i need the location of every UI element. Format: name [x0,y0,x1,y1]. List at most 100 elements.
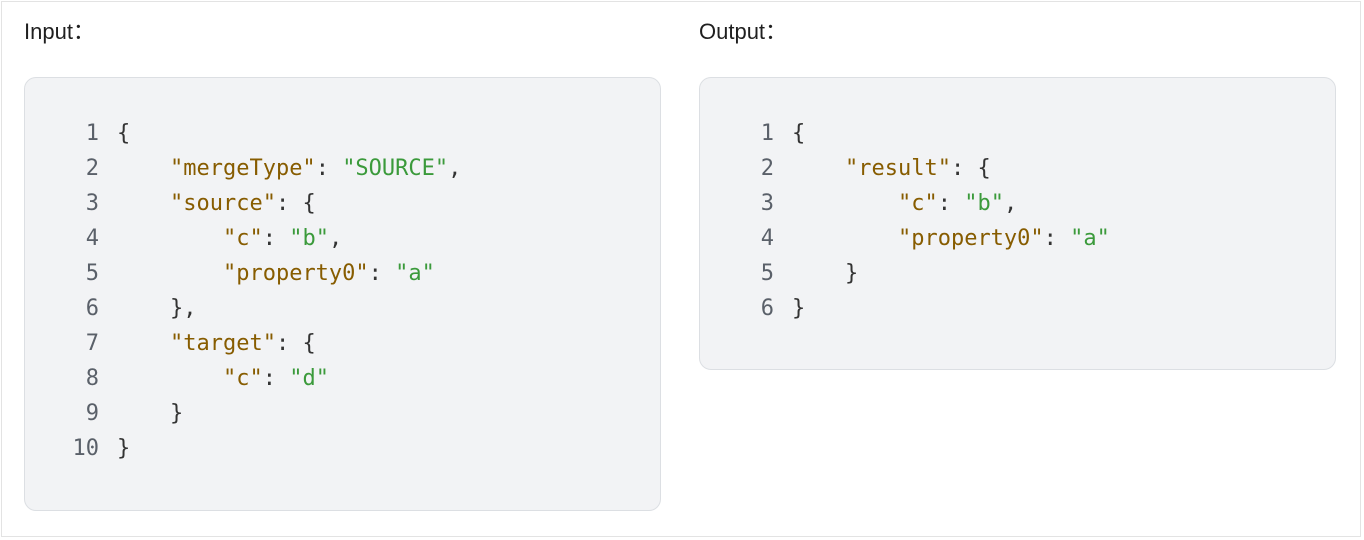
code-line: 1{ [25,116,461,151]
punctuation: : [315,156,343,181]
punctuation: , [448,156,462,181]
punctuation: }, [169,296,197,321]
indent [117,226,223,251]
line-content: "mergeType": "SOURCE", [117,151,461,186]
line-number: 5 [85,261,99,286]
code-line: 9 } [25,396,461,431]
json-key: "result" [844,156,951,181]
line-content: } [792,256,858,291]
punctuation: : [262,366,290,391]
code-line: 3 "source": { [25,186,461,221]
line-content: "c": "b", [792,186,1017,221]
line-content: "target": { [117,326,316,361]
line-number: 7 [85,331,99,356]
punctuation: : { [950,156,991,181]
output-code-block: 1{2 "result": {3 "c": "b",4 "property0":… [700,116,1110,326]
output-title: Output： [699,19,788,44]
punctuation: } [169,401,184,426]
indent [117,331,170,356]
indent [792,226,898,251]
json-string-value: "a" [395,261,435,286]
punctuation: : [937,191,965,216]
line-number: 3 [760,191,774,216]
input-code-block: 1{2 "mergeType": "SOURCE",3 "source": {4… [25,116,462,466]
punctuation: , [1003,191,1018,216]
punctuation: { [117,121,131,146]
line-number: 1 [760,121,774,146]
code-line: 6} [700,291,1110,326]
indent [117,191,170,216]
json-string-value: "a" [1070,226,1110,251]
punctuation: : [368,261,396,286]
line-number: 4 [85,226,99,251]
json-key: "property0" [222,261,369,286]
indent [792,156,845,181]
json-string-value: "d" [289,366,329,391]
line-number: 6 [85,296,99,321]
code-line: 6 }, [25,291,461,326]
json-string-value: "b" [289,226,329,251]
code-line: 5 "property0": "a" [25,256,461,291]
code-line: 2 "result": { [700,151,1110,186]
code-line: 1{ [700,116,1110,151]
line-number: 2 [760,156,774,181]
json-key: "mergeType" [169,156,316,181]
line-content: } [792,291,805,326]
line-number: 3 [85,191,99,216]
punctuation: : { [275,191,316,216]
line-content: "property0": "a" [792,221,1110,256]
output-code-panel: 1{2 "result": {3 "c": "b",4 "property0":… [699,77,1336,370]
line-number: 9 [85,401,99,426]
json-key: "c" [222,226,263,251]
punctuation: : [262,226,290,251]
indent [117,401,170,426]
code-line: 8 "c": "d" [25,361,461,396]
indent [117,156,170,181]
indent [792,261,845,286]
line-content: "result": { [792,151,991,186]
line-content: "c": "b", [117,221,342,256]
indent [117,261,223,286]
code-line: 3 "c": "b", [700,186,1110,221]
code-line: 4 "property0": "a" [700,221,1110,256]
line-content: { [792,116,805,151]
code-line: 4 "c": "b", [25,221,461,256]
json-key: "property0" [897,226,1044,251]
input-title: Input： [24,19,95,44]
code-line: 10} [25,431,461,466]
line-content: } [117,396,183,431]
indent [117,366,223,391]
punctuation: { [792,121,806,146]
line-number: 6 [760,296,774,321]
json-key: "target" [169,331,276,356]
line-number: 4 [760,226,774,251]
punctuation: : { [275,331,316,356]
json-string-value: "b" [964,191,1004,216]
code-line: 2 "mergeType": "SOURCE", [25,151,462,186]
input-code-panel: 1{2 "mergeType": "SOURCE",3 "source": {4… [24,77,661,511]
line-number: 2 [85,156,99,181]
json-string-value: "SOURCE" [342,156,449,181]
code-line: 5 } [700,256,1110,291]
line-content: "property0": "a" [117,256,435,291]
indent [792,191,898,216]
punctuation: , [328,226,343,251]
punctuation: } [117,436,131,461]
indent [117,296,170,321]
line-number: 10 [72,436,100,461]
punctuation: : [1043,226,1071,251]
line-content: }, [117,291,197,326]
line-content: { [117,116,130,151]
code-line: 7 "target": { [25,326,461,361]
json-key: "c" [897,191,938,216]
punctuation: } [844,261,859,286]
line-content: "source": { [117,186,316,221]
punctuation: } [792,296,806,321]
json-key: "source" [169,191,276,216]
line-content: } [117,431,130,466]
line-content: "c": "d" [117,361,329,396]
line-number: 1 [85,121,99,146]
json-key: "c" [222,366,263,391]
line-number: 5 [760,261,774,286]
